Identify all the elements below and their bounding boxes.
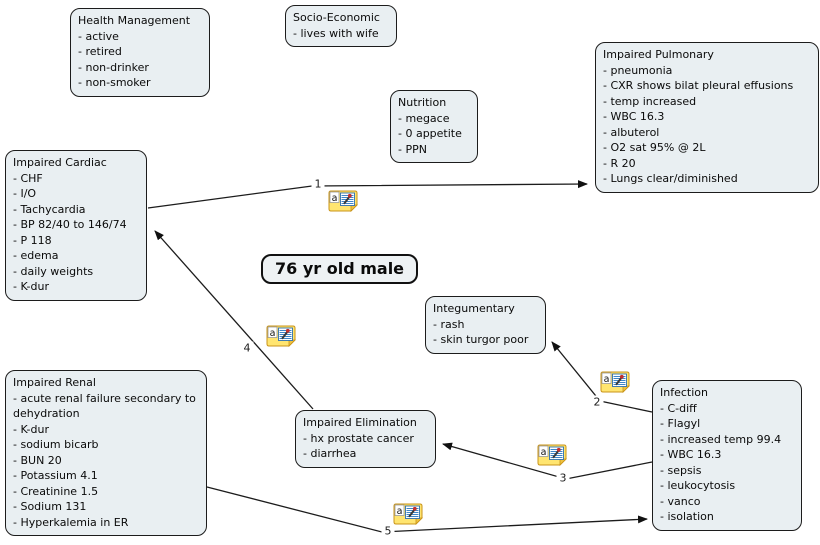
node-item: - Sodium 131: [13, 500, 87, 513]
node-integumentary[interactable]: Integumentary - rash - skin turgor poor: [425, 296, 546, 354]
node-item: - Potassium 4.1: [13, 469, 98, 482]
note-icon[interactable]: [266, 325, 296, 347]
node-item: - BP 82/40 to 146/74: [13, 218, 127, 231]
node-title: Impaired Elimination: [303, 416, 417, 429]
link-label-4: 4: [240, 341, 254, 355]
node-items: - lives with wife: [293, 26, 389, 42]
node-item: - active: [78, 29, 119, 43]
node-item: - I/O: [13, 187, 37, 200]
node-item: - temp increased: [603, 94, 697, 108]
node-item: - megace: [398, 111, 450, 125]
node-item: - Hyperkalemia in ER: [13, 515, 129, 529]
node-item: - edema: [13, 249, 59, 262]
node-item: - vanco: [660, 494, 701, 508]
node-impaired-pulmonary[interactable]: Impaired Pulmonary - pneumonia - CXR show…: [595, 42, 819, 193]
node-item: - Flagyl: [660, 417, 701, 430]
node-title: Impaired Pulmonary: [603, 48, 714, 61]
node-item: - Tachycardia: [13, 202, 86, 216]
note-icon[interactable]: [328, 190, 358, 212]
node-item: - sepsis: [660, 463, 702, 477]
node-health-management[interactable]: Health Management - active - retired - non…: [70, 8, 210, 97]
node-item: - isolation: [660, 510, 714, 523]
node-item: - Creatinine 1.5: [13, 484, 99, 498]
node-impaired-cardiac[interactable]: Impaired Cardiac - CHF - I/O - Tachycardia…: [5, 150, 147, 301]
node-item: - pneumonia: [603, 63, 673, 77]
node-item: - non-drinker: [78, 60, 149, 74]
node-item: - acute renal failure secondary to dehyd…: [13, 391, 196, 421]
link-4-elimination-to-cardiac[interactable]: [154, 230, 314, 410]
note-icon[interactable]: [537, 444, 567, 466]
node-title: Impaired Cardiac: [13, 156, 107, 169]
node-item: - O2 sat 95% @ 2L: [603, 141, 706, 154]
node-items: - megace - 0 appetite - PPN: [398, 111, 470, 158]
node-item: - leukocytosis: [660, 479, 736, 492]
node-item: - P 118: [13, 233, 52, 247]
node-impaired-renal[interactable]: Impaired Renal - acute renal failure sec…: [5, 370, 207, 536]
node-item: - 0 appetite: [398, 127, 462, 140]
node-items: - hx prostate cancer - diarrhea: [303, 431, 428, 462]
node-item: - retired: [78, 45, 122, 58]
node-item: - non-smoker: [78, 76, 151, 89]
node-item: - BUN 20: [13, 453, 62, 467]
node-items: - CHF - I/O - Tachycardia - BP 82/40 to 146…: [13, 171, 139, 295]
node-item: - hx prostate cancer: [303, 431, 414, 445]
node-nutrition[interactable]: Nutrition - megace - 0 appetite - PPN: [390, 90, 478, 163]
node-title: Health Management: [78, 14, 191, 27]
node-item: - WBC 16.3: [603, 110, 665, 123]
node-item: - C-diff: [660, 401, 697, 415]
node-items: - rash - skin turgor poor: [433, 317, 538, 348]
node-item: - sodium bicarb: [13, 438, 99, 451]
node-item: - CHF: [13, 171, 43, 185]
node-item: - R 20: [603, 156, 636, 170]
node-socio-economic[interactable]: Socio-Economic - lives with wife: [285, 5, 397, 47]
link-label-3: 3: [556, 471, 570, 485]
node-title: Infection: [660, 386, 708, 399]
link-5-renal-to-infection[interactable]: [206, 486, 648, 533]
node-item: - K-dur: [13, 422, 49, 436]
node-item: - daily weights: [13, 264, 94, 278]
node-item: - diarrhea: [303, 447, 357, 460]
node-item: - skin turgor poor: [433, 333, 529, 346]
node-items: - C-diff - Flagyl - increased temp 99.4 - W…: [660, 401, 794, 525]
node-title: Impaired Renal: [13, 376, 96, 389]
link-label-2: 2: [590, 395, 604, 409]
node-title: Nutrition: [398, 96, 447, 109]
link-label-5: 5: [381, 524, 395, 538]
node-item: - CXR shows bilat pleural effusions: [603, 79, 794, 92]
node-item: - K-dur: [13, 280, 49, 293]
node-item: - lives with wife: [293, 26, 379, 40]
link-1-cardiac-to-pulmonary[interactable]: [147, 180, 588, 209]
node-items: - acute renal failure secondary to dehyd…: [13, 391, 199, 531]
node-item: - rash: [433, 317, 465, 331]
node-item: - PPN: [398, 142, 427, 156]
node-items: - active - retired - non-drinker - non-smok…: [78, 29, 202, 91]
note-icon[interactable]: [393, 503, 423, 525]
node-item: - albuterol: [603, 125, 660, 139]
link-label-1: 1: [311, 177, 325, 191]
node-item: - increased temp 99.4: [660, 432, 782, 446]
node-impaired-elimination[interactable]: Impaired Elimination - hx prostate cance…: [295, 410, 436, 468]
node-title: Socio-Economic: [293, 11, 380, 24]
note-icon[interactable]: [600, 371, 630, 393]
center-node-patient[interactable]: 76 yr old male: [261, 254, 419, 284]
node-items: - pneumonia - CXR shows bilat pleural eff…: [603, 63, 811, 187]
node-title: Integumentary: [433, 302, 515, 315]
node-item: - WBC 16.3: [660, 448, 722, 461]
node-infection[interactable]: Infection - C-diff - Flagyl - increased te…: [652, 380, 802, 531]
node-item: - Lungs clear/diminished: [603, 172, 738, 185]
